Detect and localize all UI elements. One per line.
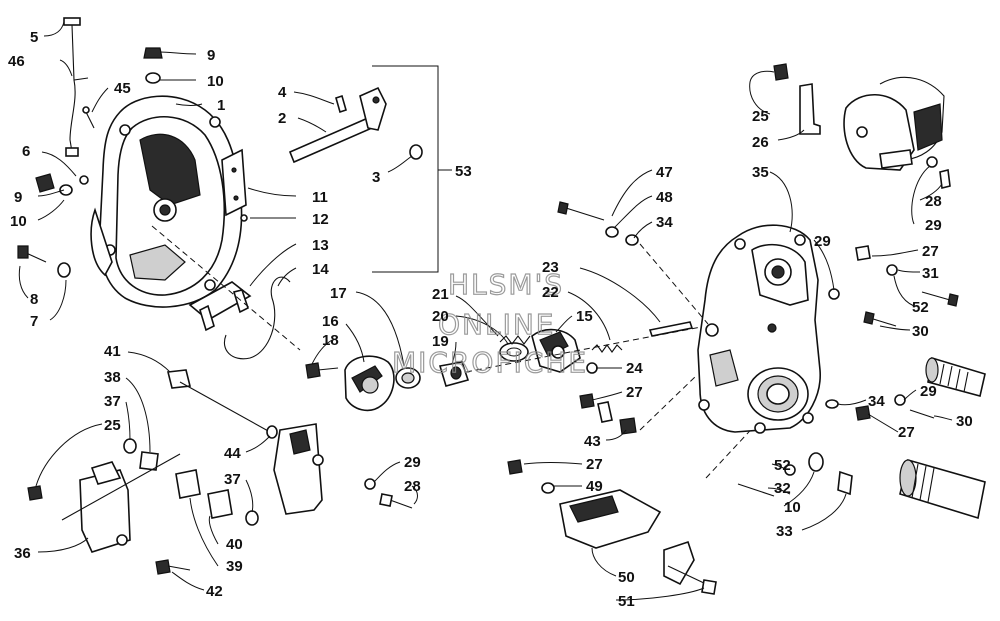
output-shaft-lower — [899, 459, 986, 520]
callout-2: 2 — [278, 110, 286, 127]
callout-44: 44 — [224, 445, 241, 462]
callout-labels: 5 46 45 1 9 10 4 2 3 53 6 9 10 11 12 13 … — [8, 29, 973, 610]
callout-22: 22 — [542, 284, 559, 301]
callout-28: 28 — [404, 478, 421, 495]
watermark: HLSM'S ONLINE MICROFICHE — [391, 267, 588, 379]
callout-48: 48 — [656, 189, 673, 206]
bottom-left-hardware — [27, 369, 413, 575]
callout-15: 15 — [576, 308, 593, 325]
alignment-lines — [151, 225, 761, 479]
callout-27: 27 — [626, 384, 643, 401]
output-shaft-upper — [925, 356, 986, 397]
callout-10: 10 — [207, 73, 224, 90]
callout-50: 50 — [618, 569, 635, 586]
callout-19: 19 — [432, 333, 449, 350]
callout-37: 37 — [224, 471, 241, 488]
callout-30: 30 — [956, 413, 973, 430]
cap-nut-left — [35, 173, 89, 196]
callout-11: 11 — [312, 189, 328, 206]
plate-11 — [221, 148, 248, 222]
callout-12: 12 — [312, 211, 329, 228]
callout-25: 25 — [104, 417, 121, 434]
callout-20: 20 — [432, 308, 449, 325]
callout-38: 38 — [104, 369, 121, 386]
callout-14: 14 — [312, 261, 329, 278]
svg-text:ONLINE: ONLINE — [438, 308, 555, 341]
spring-14 — [224, 276, 291, 360]
svg-text:MICROFICHE: MICROFICHE — [392, 346, 588, 379]
callout-45: 45 — [114, 80, 131, 97]
callout-36: 36 — [14, 545, 31, 562]
callout-25: 25 — [752, 108, 769, 125]
svg-text:HLSM'S: HLSM'S — [448, 268, 564, 301]
callout-28: 28 — [925, 193, 942, 210]
callout-37: 37 — [104, 393, 121, 410]
callout-41: 41 — [104, 343, 121, 360]
screw-45 — [82, 106, 95, 129]
callout-53: 53 — [455, 163, 472, 180]
callout-10: 10 — [784, 499, 801, 516]
chaincase-cover — [90, 95, 244, 308]
callout-29: 29 — [925, 217, 942, 234]
tensioner-assembly — [305, 321, 694, 435]
callout-24: 24 — [626, 360, 643, 377]
callout-8: 8 — [30, 291, 38, 308]
gearcase-housing — [697, 224, 821, 434]
cap-nut-top — [143, 47, 163, 84]
callout-52: 52 — [912, 299, 929, 316]
callout-32: 32 — [774, 480, 791, 497]
callout-30: 30 — [912, 323, 929, 340]
callout-34: 34 — [868, 393, 885, 410]
callout-39: 39 — [226, 558, 243, 575]
dipstick — [63, 17, 89, 157]
callout-10: 10 — [10, 213, 27, 230]
clip-13 — [188, 281, 252, 332]
right-hardware — [557, 156, 959, 497]
callout-42: 42 — [206, 583, 223, 600]
callout-31: 31 — [922, 265, 939, 282]
callout-9: 9 — [14, 189, 22, 206]
callout-17: 17 — [330, 285, 347, 302]
bottom-center-hardware — [507, 459, 717, 595]
callout-1: 1 — [217, 97, 225, 114]
callout-27: 27 — [586, 456, 603, 473]
callout-27: 27 — [922, 243, 939, 260]
callout-46: 46 — [8, 53, 25, 70]
callout-26: 26 — [752, 134, 769, 151]
bracket-26 — [773, 63, 821, 135]
chain-guard — [843, 76, 945, 171]
callout-27: 27 — [898, 424, 915, 441]
callout-4: 4 — [278, 84, 287, 101]
callout-18: 18 — [322, 332, 339, 349]
brake-shaft — [288, 86, 423, 164]
callout-13: 13 — [312, 237, 329, 254]
callout-51: 51 — [618, 593, 635, 610]
callout-23: 23 — [542, 259, 559, 276]
callout-29: 29 — [404, 454, 421, 471]
callout-29: 29 — [814, 233, 831, 250]
callout-35: 35 — [752, 164, 769, 181]
bolt-8 — [17, 245, 71, 278]
callout-43: 43 — [584, 433, 601, 450]
callout-21: 21 — [432, 286, 449, 303]
callout-3: 3 — [372, 169, 380, 186]
group-bracket-53 — [372, 65, 452, 273]
callout-29: 29 — [920, 383, 937, 400]
callout-40: 40 — [226, 536, 243, 553]
callout-5: 5 — [30, 29, 38, 46]
leader-lines — [18, 21, 953, 601]
callout-7: 7 — [30, 313, 38, 330]
callout-16: 16 — [322, 313, 339, 330]
callout-52: 52 — [774, 457, 791, 474]
callout-6: 6 — [22, 143, 30, 160]
callout-47: 47 — [656, 164, 673, 181]
callout-33: 33 — [776, 523, 793, 540]
callout-49: 49 — [586, 478, 603, 495]
callout-34: 34 — [656, 214, 673, 231]
callout-9: 9 — [207, 47, 215, 64]
